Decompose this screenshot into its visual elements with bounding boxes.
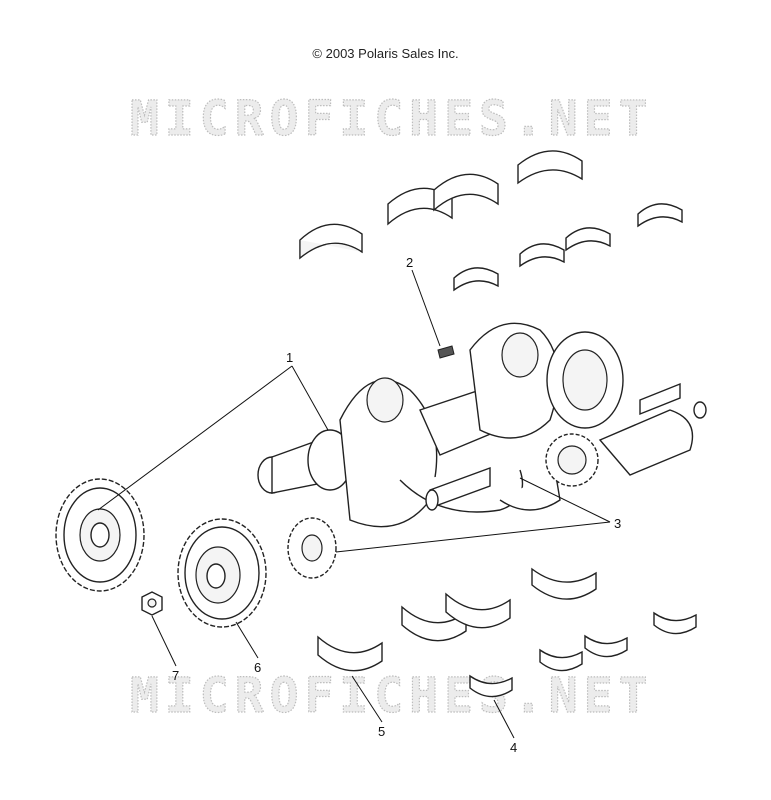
- gear-item-3: [287, 517, 337, 579]
- bearing-shell-small: [539, 648, 583, 672]
- bearing-shell: [517, 150, 583, 185]
- bearing-shell-small: [519, 243, 565, 268]
- bearing-shell-item-5: [317, 635, 383, 672]
- leader-lines: [97, 269, 611, 739]
- bearing-shell: [433, 173, 499, 212]
- bearing-shell-small: [653, 611, 697, 635]
- callout-7: 7: [172, 668, 179, 683]
- upper-bearing-shells: [299, 150, 683, 292]
- bearing-shell-small: [453, 267, 499, 292]
- watermark-top: MICROFICHES.NET: [130, 91, 653, 147]
- callout-3: 3: [614, 516, 621, 531]
- copyright-text: © 2003 Polaris Sales Inc.: [312, 46, 459, 61]
- bearing-shell-small: [584, 634, 628, 658]
- bearing-shell: [299, 223, 363, 260]
- crank-sprocket: [545, 433, 599, 487]
- callout-6: 6: [254, 660, 261, 675]
- woodruff-key: [437, 345, 455, 359]
- callout-5: 5: [378, 724, 385, 739]
- bearing-shell-small: [565, 227, 611, 252]
- watermark-bottom: MICROFICHES.NET: [130, 668, 653, 724]
- bearing-shell: [531, 567, 597, 600]
- bearing-shell: [445, 592, 511, 629]
- gear-item-6: [177, 518, 267, 628]
- nut-item-7: [141, 591, 163, 616]
- callout-1: 1: [286, 350, 293, 365]
- bearing-shell-item-4: [469, 674, 513, 698]
- bearing-shell-small: [637, 203, 683, 228]
- crankshaft: [257, 322, 707, 528]
- lower-bearing-shells: [317, 567, 697, 698]
- callout-4: 4: [510, 740, 517, 755]
- drive-gear-large: [55, 478, 145, 592]
- callout-2: 2: [406, 255, 413, 270]
